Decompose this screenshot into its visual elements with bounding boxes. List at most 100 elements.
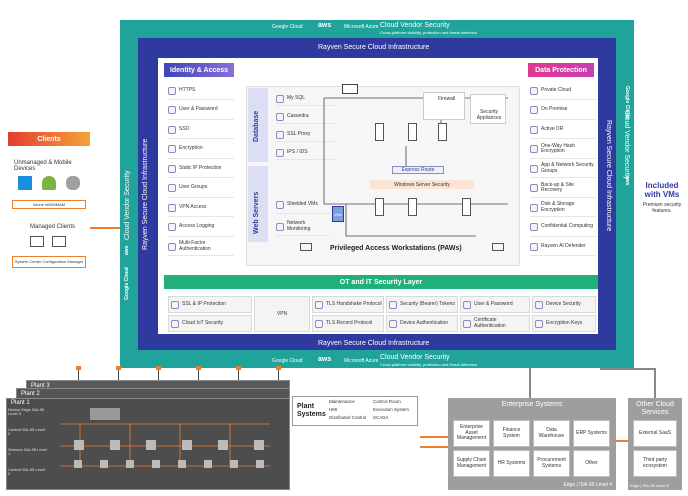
data-protection-item: Back-up & Site Recovery (530, 180, 596, 198)
item-icon (168, 203, 176, 212)
workstation-icon (300, 243, 312, 251)
item-icon (530, 242, 538, 251)
connector-pin (158, 368, 159, 382)
data-protection-title: Data Protection (528, 63, 594, 77)
ot-cell: TLS Record Protocol (312, 315, 384, 332)
item-icon (168, 86, 176, 95)
database-item-label: My SQL (287, 94, 306, 101)
intune-box: Intune MDM/MAM (12, 200, 86, 209)
android-icon (42, 176, 56, 190)
data-protection-item-label: Active DR (541, 125, 564, 132)
connector-arrow (276, 366, 281, 370)
data-protection-item: Confidential Computing (530, 219, 596, 237)
bottom-aws-logo: aws (318, 356, 332, 363)
data-protection-item: One-Way Hash Encryption (530, 141, 596, 159)
database-section: Database (248, 88, 268, 162)
item-icon (530, 145, 538, 153)
included-sub: Premium security features. (642, 201, 682, 214)
connector-pin (118, 368, 119, 382)
other-cloud-uplink (600, 368, 655, 370)
ot-cell-label: SSL & IP Protection (182, 300, 226, 307)
top-cloud-vendor-title: Cloud Vendor Security (380, 22, 450, 29)
ot-layer-title: OT and IT Security Layer (164, 275, 598, 289)
item-icon (276, 94, 284, 103)
server-icon (375, 123, 384, 141)
other-cloud-cell: External SaaS (633, 420, 677, 447)
item-icon (168, 223, 176, 231)
data-protection-item: App & Network Security Groups (530, 160, 596, 178)
server-icon (375, 198, 384, 216)
ot-cell: Security (Bearer) Tokens (386, 296, 458, 313)
item-icon (530, 106, 538, 114)
other-cloud-title: Other Cloud Services (636, 401, 674, 416)
sccm-box: System Center Configuration Manager (12, 256, 86, 268)
identity-item-label: SSO (179, 125, 190, 132)
database-item: SSL Proxy (276, 128, 336, 142)
identity-item-label: Encryption (179, 145, 203, 152)
ot-cell-label: Security (Bearer) Tokens (400, 300, 455, 307)
plant-3-label: Plant 3 (31, 383, 50, 389)
ot-cell-icon (389, 300, 397, 309)
clients-title: Clients (8, 132, 90, 146)
enterprise-cell: Supply Chain Management (453, 450, 490, 477)
router-icon (342, 84, 358, 94)
connector-pin (238, 368, 239, 382)
item-icon (168, 242, 176, 251)
ot-cell-label: Encryption Keys (546, 319, 583, 326)
ot-cell: Device Authentication (386, 315, 458, 332)
identity-item: User Groups (168, 180, 234, 198)
connector-pin (198, 368, 199, 382)
identity-item-label: User & Password (179, 106, 218, 113)
data-protection-item-label: One-Way Hash Encryption (541, 142, 575, 154)
connector-arrow (76, 366, 81, 370)
enterprise-footer: Edge | ISA-95 Level 4 (563, 482, 612, 488)
managed-label: Managed Clients (30, 224, 76, 230)
other-cloud-footer: Edge | ISA-95 Level 5 (630, 483, 669, 488)
database-item: IPS / IDS (276, 146, 336, 160)
data-protection-item-label: Private Cloud (541, 86, 572, 93)
connector-pin (278, 368, 279, 382)
enterprise-cell: Enterprise Asset Management (453, 420, 490, 447)
laptop-icon (52, 236, 66, 247)
ot-cell-icon (535, 300, 543, 309)
bottom-cloud-vendor-title: Cloud Vendor Security (380, 354, 450, 361)
ot-cell: User & Password (460, 296, 530, 313)
ot-cell-icon (171, 300, 179, 309)
data-protection-item-label: App & Network Security Groups (541, 162, 594, 174)
data-protection-item: Active DR (530, 121, 596, 139)
firewall-label: Firewall (438, 96, 456, 102)
web-servers-section: Web Servers (248, 166, 268, 242)
identity-title: Identity & Access (164, 63, 234, 77)
identity-item: SSO (168, 121, 234, 139)
ot-cell-label: Device Authentication (400, 319, 449, 326)
item-icon (168, 125, 176, 134)
identity-item-label: User Groups (179, 184, 208, 191)
desktop-icon (30, 236, 44, 247)
identity-item-label: Multi-Factor Authentication (179, 240, 211, 252)
item-icon (168, 106, 176, 114)
ot-cell: Encryption Keys (532, 315, 596, 332)
ot-cell-icon (463, 319, 471, 328)
identity-item-label: VPN Access (179, 203, 207, 210)
bottom-cloud-vendor-sub: Cross-platform visibility, protection an… (380, 362, 478, 367)
plant-system-item: SCADA (373, 415, 389, 420)
enterprise-title: Enterprise Systems (501, 401, 563, 408)
other-cloud-connector (616, 440, 628, 442)
database-item-label: IPS / IDS (287, 148, 308, 155)
ot-cell-icon (171, 319, 179, 328)
bottom-google-cloud-logo: Google Cloud (272, 358, 303, 364)
enterprise-cell: Procurement Systems (533, 450, 570, 477)
data-protection-item: Disk & Storage Encryption (530, 199, 596, 217)
enterprise-connector (420, 436, 448, 438)
connector-arrow (236, 366, 241, 370)
plant-network-diagram (60, 408, 270, 468)
left-cloud-vendor-title: Cloud Vendor Security (124, 170, 131, 240)
server-icon (408, 198, 417, 216)
right-rayven-title: Rayven Secure Cloud Infrastructure (605, 120, 612, 232)
identity-item: Static IP Protection (168, 160, 234, 178)
ot-cell-label: Device Security (546, 300, 581, 307)
other-cloud-cell: Third party ecosystem (633, 450, 677, 477)
web-server-item-label: Network Monitoring (287, 220, 311, 232)
ot-cell: TLS Handshake Protocol (312, 296, 384, 313)
item-icon (276, 222, 284, 231)
